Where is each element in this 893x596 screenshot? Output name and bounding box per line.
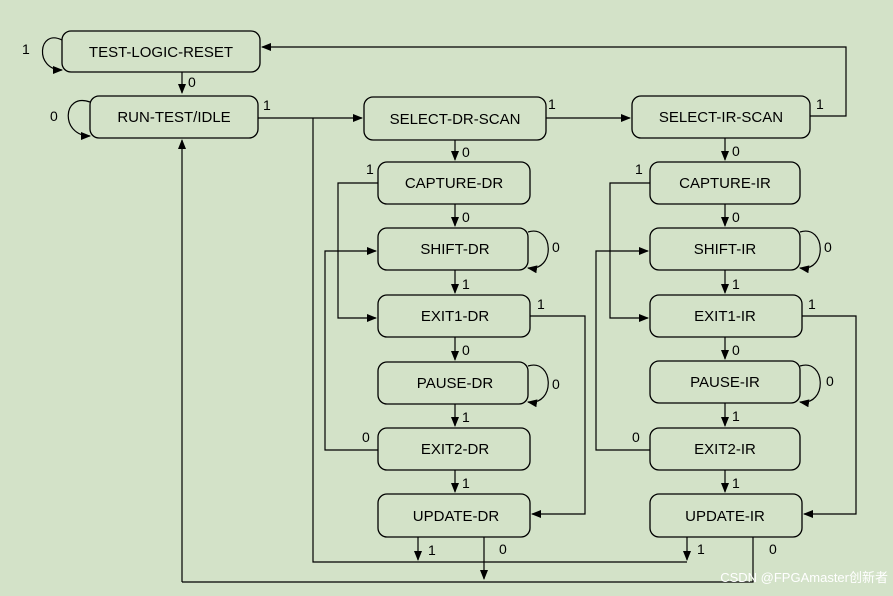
- transition-label: 0: [462, 209, 470, 225]
- state-label: CAPTURE-IR: [679, 175, 771, 192]
- transition-label: 1: [462, 409, 470, 425]
- transition-label: 1: [697, 541, 705, 557]
- transition-label: 1: [808, 296, 816, 312]
- transition-label: 1: [22, 41, 30, 57]
- transition-label: 1: [537, 296, 545, 312]
- transition-label: 1: [732, 408, 740, 424]
- transition-label: 1: [635, 161, 643, 177]
- transition-label: 1: [263, 97, 271, 113]
- state-label: PAUSE-DR: [417, 375, 494, 392]
- state-label: PAUSE-IR: [690, 374, 760, 391]
- state-exit1-ir: EXIT1-IR: [649, 294, 803, 338]
- watermark: CSDN @FPGAmaster创新者: [720, 570, 888, 585]
- state-label: SHIFT-DR: [420, 241, 489, 258]
- edge-pir-self: [799, 364, 821, 408]
- state-label: EXIT2-IR: [694, 441, 756, 458]
- transition-label: 0: [499, 541, 507, 557]
- transition-label: 0: [632, 429, 640, 445]
- edge-uir-rti-bus: [182, 537, 754, 583]
- edge-rti-self: [67, 99, 91, 140]
- state-label: EXIT1-DR: [421, 308, 490, 325]
- transition-label: 0: [462, 144, 470, 160]
- state-label: SELECT-IR-SCAN: [659, 109, 783, 126]
- state-select-dr-scan: SELECT-DR-SCAN: [363, 96, 547, 141]
- state-label: TEST-LOGIC-RESET: [89, 44, 233, 61]
- edge-shdr-self: [527, 230, 549, 274]
- transition-label: 1: [462, 475, 470, 491]
- state-exit2-ir: EXIT2-IR: [649, 427, 801, 471]
- state-run-test-idle: RUN-TEST/IDLE: [89, 95, 259, 139]
- transition-label: 0: [826, 373, 834, 389]
- state-label: EXIT2-DR: [421, 441, 490, 458]
- state-exit2-dr: EXIT2-DR: [377, 427, 531, 471]
- edge-tlr-self: [41, 37, 63, 74]
- transition-label: 0: [732, 209, 740, 225]
- transition-label: 0: [769, 541, 777, 557]
- edge-e1ir-uir: [802, 315, 857, 518]
- edge-e2ir-shir: [595, 247, 650, 451]
- transition-label: 0: [462, 342, 470, 358]
- transition-label: 0: [824, 239, 832, 255]
- state-pause-ir: PAUSE-IR: [649, 360, 801, 404]
- transition-label: 1: [366, 161, 374, 177]
- edge-pdr-self: [527, 364, 549, 408]
- state-test-logic-reset: TEST-LOGIC-RESET: [61, 30, 261, 73]
- transition-label: 1: [548, 96, 556, 112]
- transition-label: 0: [188, 74, 196, 90]
- state-pause-dr: PAUSE-DR: [377, 361, 529, 405]
- transition-label: 1: [732, 475, 740, 491]
- edge-e1dr-udr: [530, 315, 586, 518]
- transition-label: 0: [50, 108, 58, 124]
- transition-label: 1: [816, 96, 824, 112]
- transition-label: 0: [732, 143, 740, 159]
- transition-label: 1: [732, 276, 740, 292]
- state-label: UPDATE-DR: [413, 508, 500, 525]
- state-label: EXIT1-IR: [694, 308, 756, 325]
- state-update-dr: UPDATE-DR: [377, 493, 531, 538]
- state-update-ir: UPDATE-IR: [649, 493, 803, 538]
- edge-e2dr-shdr: [324, 247, 378, 451]
- state-capture-ir: CAPTURE-IR: [649, 161, 801, 205]
- transition-label: 0: [362, 429, 370, 445]
- transition-label: 0: [552, 239, 560, 255]
- state-select-ir-scan: SELECT-IR-SCAN: [631, 95, 811, 139]
- edge-update-sdr-bus: [312, 118, 687, 563]
- state-shift-ir: SHIFT-IR: [649, 227, 801, 271]
- transition-label: 0: [552, 376, 560, 392]
- state-label: RUN-TEST/IDLE: [117, 109, 230, 126]
- state-label: SELECT-DR-SCAN: [390, 111, 521, 128]
- state-label: CAPTURE-DR: [405, 175, 504, 192]
- state-label: UPDATE-IR: [685, 508, 765, 525]
- transition-label: 1: [462, 276, 470, 292]
- state-shift-dr: SHIFT-DR: [377, 227, 529, 271]
- edge-sir-tlr: [261, 43, 847, 117]
- state-label: SHIFT-IR: [694, 241, 757, 258]
- transition-label: 1: [428, 542, 436, 558]
- state-capture-dr: CAPTURE-DR: [377, 161, 531, 205]
- transition-label: 0: [732, 342, 740, 358]
- edge-shir-self: [799, 230, 821, 274]
- state-exit1-dr: EXIT1-DR: [377, 294, 531, 338]
